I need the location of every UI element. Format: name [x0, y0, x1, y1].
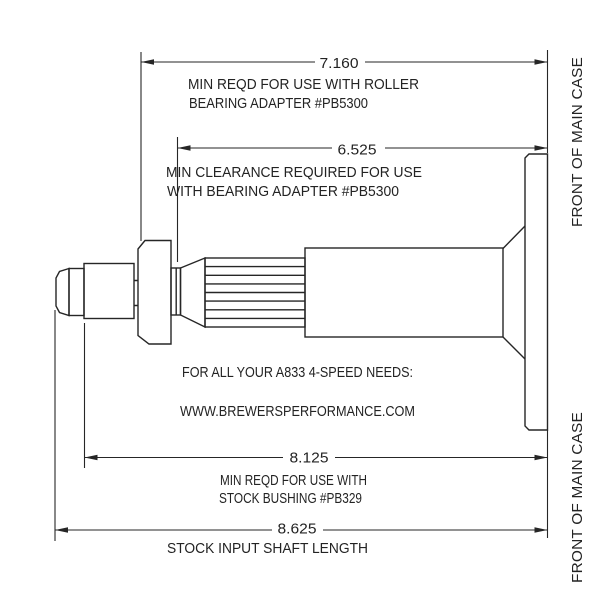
- dim-note-8125-line1: MIN REQD FOR USE WITH: [220, 473, 367, 489]
- bell-flare: [502, 225, 526, 360]
- spline-teeth-lines: [205, 265, 305, 320]
- dimension-lines: [54, 50, 549, 541]
- pilot-tip-nose: [55, 267, 70, 317]
- front-of-main-case-label-bottom: FRONT OF MAIN CASE: [569, 412, 586, 583]
- dim-value-7160: 7.160: [320, 56, 359, 72]
- annotations: 7.160 MIN REQD FOR USE WITH ROLLER BEARI…: [166, 56, 586, 583]
- front-of-main-case-label-top: FRONT OF MAIN CASE: [569, 57, 586, 227]
- collar-flange: [137, 239, 172, 345]
- arrowhead-6525-right: [534, 145, 548, 151]
- dim-note-7160-line1: MIN REQD FOR USE WITH ROLLER: [188, 77, 419, 93]
- dim-value-8625: 8.625: [278, 522, 317, 538]
- arrowhead-8125-left: [84, 454, 98, 461]
- arrowhead-8625-left: [55, 527, 68, 533]
- dim-note-8625-line1: STOCK INPUT SHAFT LENGTH: [167, 541, 368, 557]
- dim-value-6525: 6.525: [338, 143, 377, 159]
- promo-tagline: FOR ALL YOUR A833 4-SPEED NEEDS:: [182, 365, 413, 381]
- promo-website: WWW.BREWERSPERFORMANCE.COM: [180, 404, 415, 420]
- pilot-journal: [68, 267, 85, 317]
- case-flange-plate: [524, 153, 549, 431]
- arrowhead-8625-right: [534, 527, 548, 533]
- arrowhead-7160-left: [141, 59, 154, 65]
- spline-taper: [179, 256, 206, 329]
- dim-note-6525-line1: MIN CLEARANCE REQUIRED FOR USE: [166, 165, 422, 181]
- dim-note-8125-line2: STOCK BUSHING #PB329: [219, 491, 362, 507]
- dim-note-6525-line2: WITH BEARING ADAPTER #PB5300: [167, 184, 399, 200]
- arrowhead-7160-right: [534, 59, 548, 65]
- front-bearing-section: [83, 262, 135, 320]
- main-shaft-body: [304, 247, 504, 338]
- dim-note-7160-line2: BEARING ADAPTER #PB5300: [189, 96, 368, 112]
- dim-value-8125: 8.125: [290, 451, 329, 467]
- dimension-arrowheads: [55, 59, 548, 533]
- arrowhead-8125-right: [534, 454, 548, 461]
- arrowhead-6525-left: [177, 145, 191, 151]
